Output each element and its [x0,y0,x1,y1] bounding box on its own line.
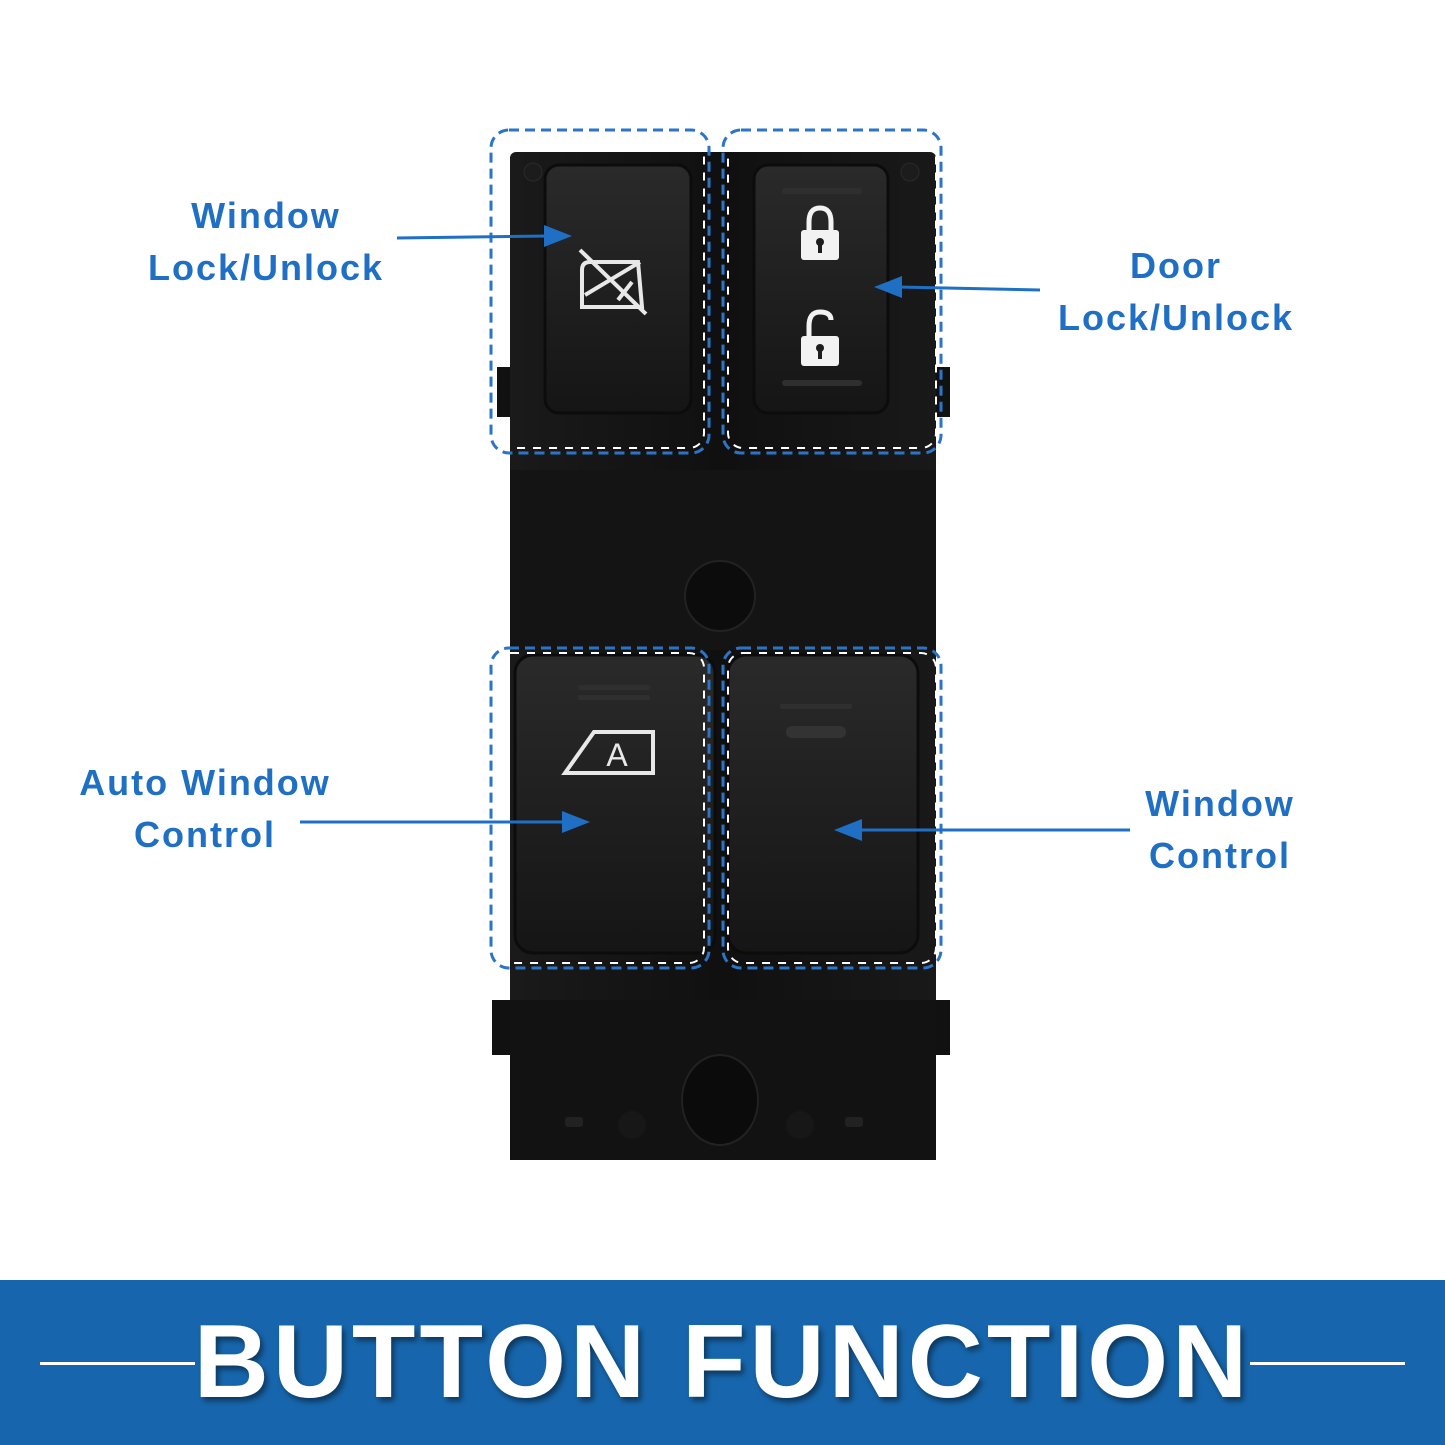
connector-port [681,1054,759,1146]
window-lock-label-line2: Lock/Unlock [147,247,385,288]
auto-window-highlight [489,646,711,970]
grip-ridge [578,685,650,690]
connector-dimple [618,1111,646,1139]
window-lock-label: Window Lock/Unlock [135,190,397,294]
left-bottom-tab [492,1000,510,1055]
connector-dimple [786,1111,814,1139]
window-lock-label-line1: Window [191,195,341,236]
bottom-banner: BUTTON FUNCTION [0,1280,1445,1445]
padlock-unlocked-icon [801,309,839,366]
auto-window-label-line2: Control [134,814,276,855]
grip-ridge [780,704,852,709]
connector-slot [845,1117,863,1127]
auto-window-label: Auto Window Control [60,757,350,861]
window-control-button[interactable] [726,653,920,955]
banner-rule-left [40,1362,195,1365]
auto-letter: A [606,737,628,773]
door-lock-label-line2: Lock/Unlock [1057,297,1295,338]
banner-title: BUTTON FUNCTION [193,1304,1252,1420]
door-lock-arrow [897,285,1041,292]
grip-ridge [782,188,862,194]
door-lock-button[interactable] [752,163,890,415]
left-side-tab [497,367,511,417]
window-lock-highlight [489,128,711,455]
grip-ridge [782,380,862,386]
window-control-label-line2: Control [1149,835,1291,876]
mounting-hole [684,560,756,632]
door-lock-label: Door Lock/Unlock [1045,240,1307,344]
auto-window-icon: A [561,730,655,775]
grip-ridge [578,695,650,700]
window-control-label: Window Control [1120,778,1320,882]
window-lock-icon [578,248,648,316]
door-lock-highlight [721,128,943,455]
screw-hole [523,162,543,182]
grip-bar [786,726,846,738]
door-lock-label-line1: Door [1130,245,1222,286]
window-lock-arrow [396,234,549,240]
right-bottom-tab [932,1000,950,1055]
padlock-locked-icon [801,205,839,260]
switch-panel-illustration: A [300,128,1130,1160]
window-control-highlight [721,646,943,970]
auto-window-button[interactable]: A [513,653,717,955]
auto-window-label-line1: Auto Window [79,762,331,803]
window-control-label-line1: Window [1145,783,1295,824]
connector-slot [565,1117,583,1127]
window-lock-button[interactable] [543,163,693,415]
right-side-tab [936,367,950,417]
banner-rule-right [1250,1362,1405,1365]
screw-hole [900,162,920,182]
